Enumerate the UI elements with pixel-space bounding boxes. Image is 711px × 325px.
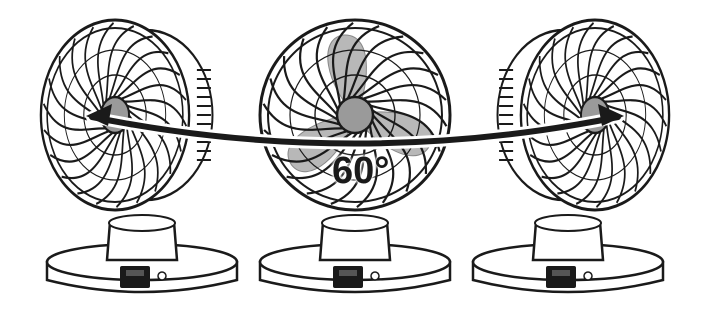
arrow-head-left (86, 104, 112, 126)
grille-wire (269, 78, 344, 127)
grille-wire (345, 35, 404, 103)
fan-center (258, 18, 452, 294)
grille-wire (298, 38, 341, 118)
indicator-light (583, 271, 593, 281)
grille-wire (354, 67, 439, 100)
grille-wire (121, 99, 188, 127)
grille-wire (368, 107, 427, 174)
grille-wire (43, 129, 112, 146)
grille-wire (114, 67, 181, 100)
grille-wire (590, 50, 649, 101)
oscillation-angle-label: 60° (332, 150, 390, 192)
grille-wire (107, 35, 153, 103)
grille-wire (541, 129, 600, 180)
neck-ring (534, 214, 602, 232)
control-knob-highlight (552, 270, 570, 276)
fans-group (39, 18, 671, 294)
grille-wire (286, 129, 361, 180)
fan-left (39, 18, 239, 294)
fan-head (496, 18, 671, 212)
grille-wire (538, 56, 585, 123)
grille-wire (557, 127, 603, 195)
grille-wire (606, 116, 626, 204)
grille-wire (95, 125, 126, 205)
grille-ring (563, 74, 627, 156)
control-knob (120, 266, 150, 288)
grille-wire (271, 130, 356, 163)
grille-ring (543, 49, 647, 181)
grille-wire (356, 121, 379, 208)
control-knob-highlight (339, 270, 357, 276)
arrow-shaft (89, 114, 621, 147)
grille-wire (577, 22, 595, 109)
grille-wire (575, 125, 606, 205)
grille-wire (115, 121, 133, 208)
grille-ring (314, 74, 396, 156)
grille-wire (595, 121, 613, 208)
fan-head (258, 18, 452, 212)
grille-wire (598, 84, 667, 101)
grille-wire (359, 83, 447, 101)
grille-wire (341, 25, 380, 105)
control-knob (546, 266, 576, 288)
grille-wire (331, 22, 354, 109)
indicator-light (157, 271, 167, 281)
grille-wire (110, 50, 169, 101)
control-knob-highlight (126, 270, 144, 276)
grille-wire (104, 25, 135, 105)
grille-wire (61, 129, 120, 180)
neck-ring (321, 214, 389, 232)
grille-wire (42, 103, 109, 131)
grille-wire (124, 103, 182, 152)
neck-ring (108, 214, 176, 232)
grille-wire (564, 26, 584, 114)
fan-right (471, 18, 671, 294)
grille-wire (315, 26, 341, 114)
grille-wire (584, 25, 615, 105)
hub (335, 95, 375, 135)
grille-wire (84, 26, 104, 114)
grille-wire (306, 127, 365, 195)
double-headed-arc-arrow-icon (86, 104, 624, 150)
grille-wire (601, 99, 668, 127)
indicator-light (370, 271, 380, 281)
grille-wire (330, 125, 369, 205)
grille-wire (77, 127, 123, 195)
grille-ring (63, 49, 167, 181)
fan-head (39, 18, 214, 212)
grille-wire (363, 99, 448, 127)
grille-wire (529, 130, 596, 163)
grille-wire (49, 130, 116, 163)
arrow-head-right (598, 104, 624, 126)
control-knob (333, 266, 363, 288)
grille-wire (262, 103, 347, 131)
grille-wire (551, 38, 584, 118)
grille-wire (349, 50, 424, 101)
grille-ring (83, 74, 147, 156)
grille-wire (369, 116, 395, 204)
grille-wire (594, 67, 661, 100)
grille-wire (587, 35, 633, 103)
grille-wire (97, 22, 115, 109)
grille-wire (283, 56, 342, 123)
grille-wire (604, 103, 662, 152)
grille-ring (289, 49, 421, 181)
grille-wire (118, 84, 187, 101)
